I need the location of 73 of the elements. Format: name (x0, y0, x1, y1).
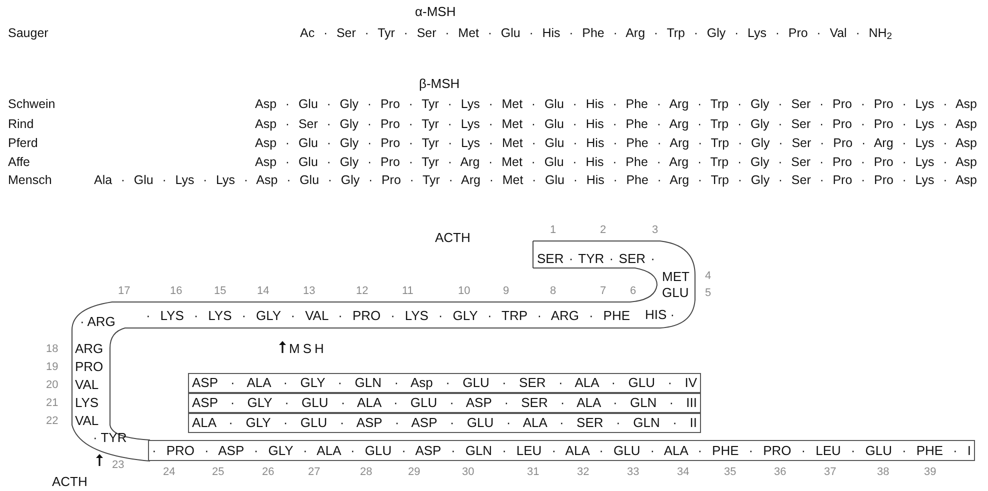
residue-number: 1 (550, 223, 556, 238)
amino-acid-sequence: Asp · Glu · Gly · Pro · Tyr · Lys · Met · Glu · His · Phe · Arg · Trp · Gly · Ser · Pro · Pro · Lys · Asp (255, 96, 977, 112)
amino-acid-sequence: ALA · GLY · GLU · ASP · ASP · GLU · ALA · SER · GLN · II (192, 415, 697, 431)
residue-number: 15 (214, 284, 226, 299)
residue-number: 16 (170, 284, 182, 299)
residue-number: 29 (408, 465, 420, 480)
residue-number: 26 (262, 465, 274, 480)
amino-acid-sequence: Asp · Glu · Gly · Pro · Tyr · Arg · Met · Glu · His · Phe · Arg · Trp · Gly · Ser · Pro · Pro · Lys · Asp (255, 154, 977, 170)
section-heading: α-MSH (415, 4, 456, 20)
residue-number: 34 (677, 465, 690, 480)
residue-number: 13 (303, 284, 316, 299)
amino-acid-residue: SER · TYR · SER · (537, 251, 655, 267)
amino-acid-residue: VAL (75, 413, 99, 429)
residue-number: 7 (600, 284, 606, 299)
residue-number: 8 (550, 284, 556, 299)
residue-number: 31 (527, 465, 540, 480)
residue-number: 9 (503, 284, 510, 299)
cleavage-label: ACTH (52, 474, 88, 490)
residue-number: 24 (163, 465, 176, 480)
amino-acid-residue: GLU (662, 285, 689, 301)
species-name: Rind (8, 116, 34, 132)
residue-number: 39 (924, 465, 936, 480)
residue-number: 23 (112, 458, 124, 473)
residue-number: 2 (600, 223, 606, 238)
amino-acid-residue: VAL (75, 377, 99, 393)
species-name: Schwein (8, 96, 56, 112)
residue-number: 17 (118, 284, 130, 299)
residue-number: 22 (46, 414, 58, 429)
residue-number: 33 (627, 465, 640, 480)
amino-acid-sequence: ASP · ALA · GLY · GLN · Asp · GLU · SER · ALA · GLU · IV (192, 375, 697, 391)
amino-acid-residue: · TYR (93, 430, 127, 446)
residue-number: 36 (774, 465, 786, 480)
residue-number: 12 (356, 284, 368, 299)
residue-number: 32 (577, 465, 590, 480)
amino-acid-sequence: Asp · Glu · Gly · Pro · Tyr · Lys · Met · Glu · His · Phe · Arg · Trp · Gly · Ser · Pro · Arg · Lys · Asp (255, 135, 977, 151)
amino-acid-sequence: Ac · Ser · Tyr · Ser · Met · Glu · His · Phe · Arg · Trp · Gly · Lys · Pro · Val · NH$_{2}$ (300, 25, 892, 41)
residue-number: 35 (724, 465, 736, 480)
sequence-box (148, 440, 975, 461)
species-name: Pferd (8, 135, 38, 151)
residue-number: 30 (462, 465, 474, 480)
amino-acid-residue: PRO (75, 359, 104, 375)
residue-number: 38 (877, 465, 890, 480)
amino-acid-sequence: ASP · GLY · GLU · ALA · GLU · ASP · SER · ALA · GLN · III (192, 395, 697, 411)
residue-number: 19 (46, 360, 58, 375)
residue-number: 21 (46, 396, 58, 411)
amino-acid-residue: HIS · (645, 307, 675, 323)
section-heading: β-MSH (419, 76, 460, 92)
amino-acid-residue: ARG (75, 341, 104, 357)
residue-number: 4 (705, 269, 712, 284)
residue-number: 20 (46, 378, 58, 393)
residue-number: 11 (402, 284, 414, 299)
residue-number: 18 (46, 342, 58, 357)
residue-number: 10 (458, 284, 470, 299)
section-heading: ACTH (435, 230, 470, 246)
amino-acid-residue: · LYS · LYS · GLY · VAL · PRO · LYS · GLY · TRP · ARG · PHE (146, 308, 630, 324)
amino-acid-sequence: · PRO · ASP · GLY · ALA · GLU · ASP · GLN · LEU · ALA · GLU · ALA · PHE · PRO · LEU · GLU · PHE · I (152, 442, 971, 458)
residue-number: 28 (360, 465, 372, 480)
residue-number: 5 (705, 286, 712, 301)
amino-acid-residue: LYS (75, 395, 99, 411)
residue-number: 25 (212, 465, 224, 480)
species-name: Mensch (8, 172, 52, 188)
residue-number: 37 (824, 465, 836, 480)
cleavage-label: MSH (289, 341, 327, 357)
residue-number: 3 (652, 223, 658, 238)
amino-acid-residue: MET (662, 269, 690, 285)
species-name: Sauger (8, 25, 48, 41)
residue-number: 27 (308, 465, 320, 480)
residue-number: 6 (630, 284, 636, 299)
residue-number: 14 (257, 284, 270, 299)
species-name: Affe (8, 154, 30, 170)
amino-acid-sequence: Asp · Ser · Gly · Pro · Tyr · Lys · Met · Glu · His · Phe · Arg · Trp · Gly · Ser · Pro · Pro · Lys · Asp (255, 116, 977, 132)
amino-acid-residue: · ARG (80, 314, 116, 330)
amino-acid-sequence: Ala · Glu · Lys · Lys · Asp · Glu · Gly · Pro · Tyr · Arg · Met · Glu · His · Phe · Arg · Trp · Gly · Ser · Pro · Pro · Lys · Asp (94, 172, 977, 188)
